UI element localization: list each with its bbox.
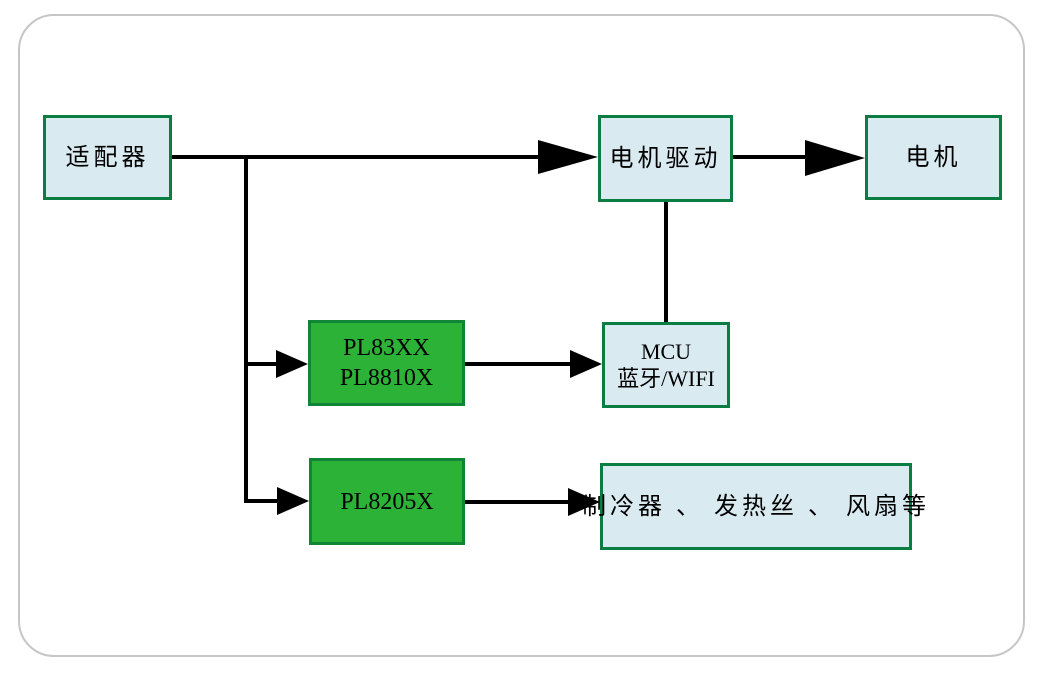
rounded-frame	[18, 14, 1025, 657]
node-mcu-line1: MCU	[640, 338, 692, 364]
arrowhead-into-pl83xx	[276, 350, 308, 378]
node-adapter: 适配器	[43, 115, 172, 200]
node-mcu: MCU 蓝牙/WIFI	[602, 322, 730, 408]
connector-adapter-to-motordrive	[172, 155, 538, 159]
node-pl8205x: PL8205X	[309, 458, 465, 545]
connector-motordrive-to-motor	[733, 155, 808, 159]
node-motor-drive: 电机驱动	[598, 115, 733, 202]
node-motor-drive-label: 电机驱动	[609, 145, 722, 172]
arrowhead-into-motor	[805, 140, 865, 176]
connector-branch-to-pl83xx	[244, 362, 276, 366]
arrowhead-into-loads	[568, 488, 600, 516]
node-motor-label: 电机	[905, 144, 962, 171]
node-loads: 制冷器 、 发热丝 、 风扇等	[582, 463, 926, 550]
connector-pl83xx-to-mcu	[465, 362, 570, 366]
connector-adapter-branch-vertical	[244, 155, 248, 503]
node-mcu-line2: 蓝牙/WIFI	[617, 366, 715, 391]
node-pl83xx-line2: PL8810X	[339, 365, 434, 391]
node-loads-label: 制冷器 、 发热丝 、 风扇等	[582, 493, 930, 520]
connector-pl8205x-to-loads	[465, 500, 568, 504]
arrowhead-into-mcu	[570, 350, 602, 378]
node-motor: 电机	[865, 115, 1002, 200]
node-adapter-label: 适配器	[65, 144, 150, 171]
node-pl83xx: PL83XX PL8810X	[308, 320, 465, 406]
arrowhead-into-pl8205x	[277, 487, 309, 515]
node-pl83xx-line1: PL83XX	[343, 335, 430, 361]
connector-branch-to-pl8205x	[244, 499, 277, 503]
node-pl8205x-label: PL8205X	[340, 488, 434, 515]
connector-motordrive-to-mcu	[664, 202, 668, 322]
arrowhead-into-motordrive	[538, 140, 598, 174]
